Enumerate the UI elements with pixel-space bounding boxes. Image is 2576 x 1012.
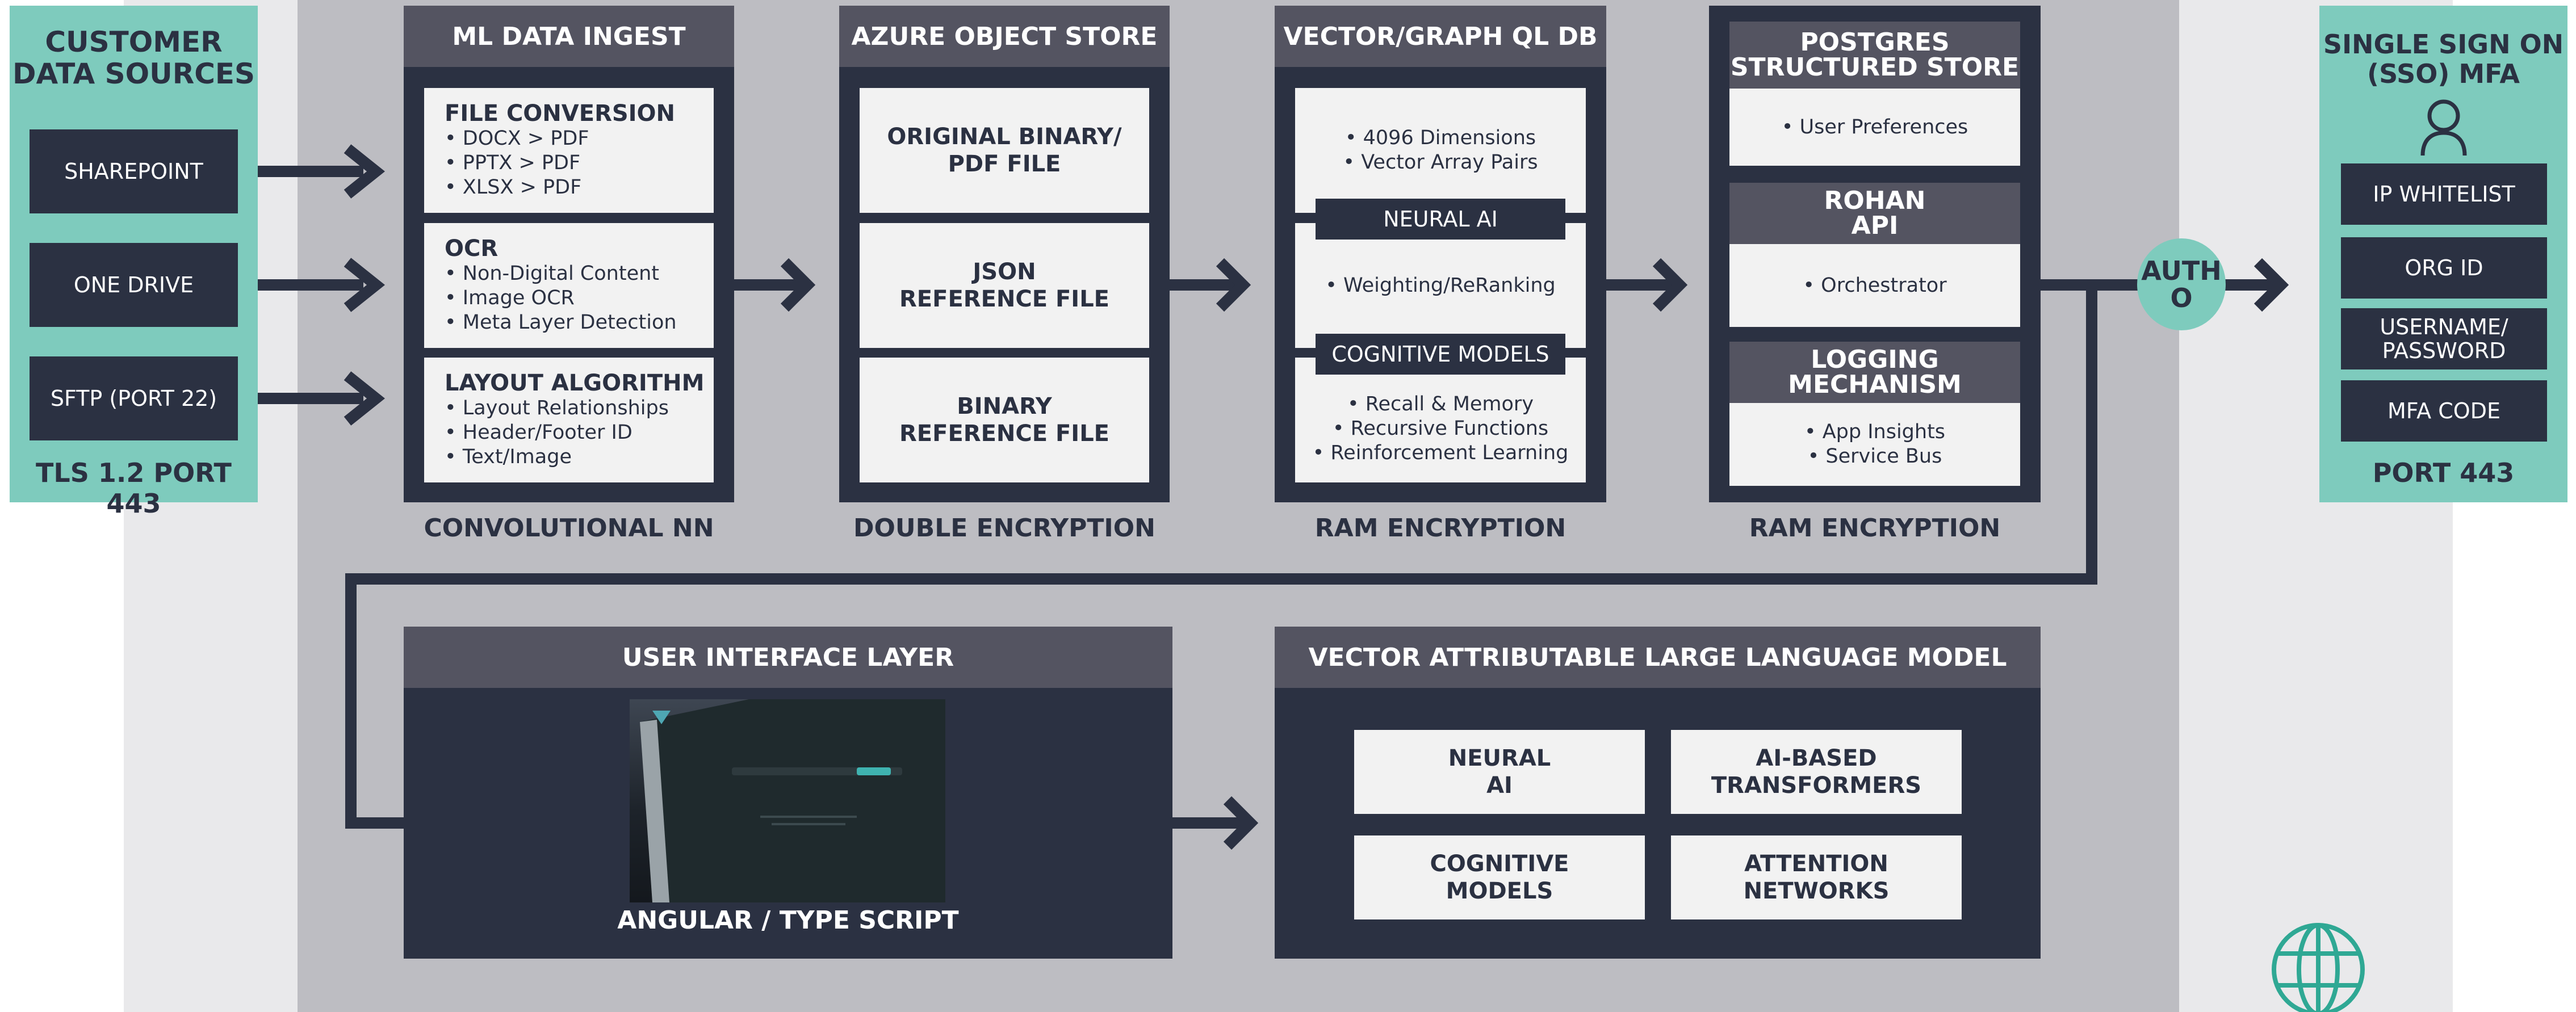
arrowhead-auth-sso (2254, 258, 2289, 312)
file-conversion-bullet: XLSX > PDF (462, 176, 582, 199)
vector-ram-encryption-label: RAM ENCRYPTION (1314, 514, 1566, 543)
arrowhead-sftp (344, 371, 386, 426)
llm-card-attention-networks: ATTENTION NETWORKS (1671, 835, 1962, 919)
sso-mfa-code[interactable]: MFA CODE (2341, 380, 2547, 442)
vector-bottom-bullet: Reinforcement Learning (1330, 441, 1569, 464)
postgres-bullet: User Preferences (1799, 115, 1968, 138)
auth-node[interactable]: AUTH O (2137, 238, 2226, 330)
arrowhead-vector-postgres (1652, 258, 1688, 312)
orchestrator-bullet: Orchestrator (1821, 274, 1947, 297)
cognitive-models-label-overlay: COGNITIVE MODELS (1316, 334, 1565, 375)
ingest-card-layout-algorithm: LAYOUT ALGORITHM • Layout Relationships … (424, 358, 714, 482)
postgres-column: POSTGRES STRUCTURED STORE • User Prefere… (1709, 6, 2041, 502)
llm-card-label: NEURAL AI (1448, 745, 1551, 799)
sso-username-password[interactable]: USERNAME/ PASSWORD (2341, 308, 2547, 369)
store-card-label: ORIGINAL BINARY/ PDF FILE (887, 124, 1122, 177)
rohan-api-header: ROHAN API (1729, 183, 2020, 244)
ingest-card-ocr: OCR • Non-Digital Content • Image OCR • … (424, 223, 714, 348)
postgres-card-preferences: • User Preferences (1729, 89, 2020, 166)
vector-card-mid: • Weighting/ReRanking (1295, 223, 1586, 348)
customer-data-sources-panel: CUSTOMER DATA SOURCES SHAREPOINT ONE DRI… (10, 6, 258, 519)
postgres-card-logging: • App Insights • Service Bus (1729, 403, 2020, 486)
ui-screenshot-image (630, 699, 945, 902)
azure-object-store-column: AZURE OBJECT STORE ORIGINAL BINARY/ PDF … (839, 6, 1170, 502)
azure-object-store-header: AZURE OBJECT STORE (839, 6, 1170, 67)
postgres-header: POSTGRES STRUCTURED STORE (1729, 22, 2020, 89)
vector-card-top: • 4096 Dimensions • Vector Array Pairs (1295, 88, 1586, 213)
user-icon (2418, 96, 2469, 158)
layout-algorithm-bullet: Layout Relationships (462, 397, 669, 419)
vector-top-bullet: 4096 Dimensions (1363, 127, 1536, 149)
double-encryption-label: DOUBLE ENCRYPTION (853, 514, 1155, 543)
arrowhead-ingest-store (780, 258, 816, 312)
sso-org-id[interactable]: ORG ID (2341, 237, 2547, 299)
layout-algorithm-bullet: Header/Footer ID (462, 421, 633, 444)
llm-card-transformers: AI-BASED TRANSFORMERS (1671, 730, 1962, 814)
logging-mechanism-header: LOGGING MECHANISM (1729, 342, 2020, 403)
sso-port-label: PORT 443 (2372, 457, 2515, 488)
ingest-card-file-conversion: FILE CONVERSION • DOCX > PDF • PPTX > PD… (424, 88, 714, 213)
source-onedrive[interactable]: ONE DRIVE (30, 243, 238, 327)
ocr-bullet: Non-Digital Content (462, 262, 660, 285)
arrowhead-store-vector (1216, 258, 1251, 312)
postgres-ram-encryption-label: RAM ENCRYPTION (1749, 514, 2001, 543)
llm-card-label: COGNITIVE MODELS (1430, 851, 1569, 904)
layout-algorithm-bullet: Text/Image (462, 446, 572, 468)
llm-panel-header: VECTOR ATTRIBUTABLE LARGE LANGUAGE MODEL (1275, 627, 2041, 688)
source-sftp[interactable]: SFTP (PORT 22) (30, 356, 238, 440)
vector-top-bullet: Vector Array Pairs (1361, 151, 1538, 174)
loop-line-to-ui (345, 285, 2097, 829)
postgres-card-orchestrator: • Orchestrator (1729, 244, 2020, 327)
vector-graph-db-header: VECTOR/GRAPH QL DB (1275, 6, 1606, 67)
ocr-bullet: Meta Layer Detection (462, 311, 677, 334)
customer-data-sources-title: CUSTOMER DATA SOURCES (12, 26, 255, 90)
vector-bottom-bullet: Recall & Memory (1365, 392, 1534, 415)
convolutional-nn-label: CONVOLUTIONAL NN (424, 514, 714, 543)
tls-port-label: TLS 1.2 PORT 443 (36, 457, 232, 519)
llm-card-label: ATTENTION NETWORKS (1743, 851, 1890, 904)
file-conversion-title: FILE CONVERSION (445, 100, 676, 127)
angular-typescript-label: ANGULAR / TYPE SCRIPT (617, 906, 959, 935)
store-card-label: JSON REFERENCE FILE (899, 259, 1109, 312)
sso-ip-whitelist[interactable]: IP WHITELIST (2341, 163, 2547, 225)
user-interface-layer: USER INTERFACE LAYER ANGULAR / TYPE SCRI… (404, 627, 1172, 959)
file-conversion-bullet: DOCX > PDF (462, 127, 589, 150)
vector-bottom-bullet: Recursive Functions (1350, 417, 1549, 440)
arrowhead-sharepoint (344, 144, 386, 199)
logging-bullet: App Insights (1822, 421, 1946, 443)
store-card-label: BINARY REFERENCE FILE (899, 393, 1109, 447)
llm-panel: VECTOR ATTRIBUTABLE LARGE LANGUAGE MODEL… (1275, 627, 2041, 959)
ml-data-ingest-column: ML DATA INGEST FILE CONVERSION • DOCX > … (404, 6, 734, 502)
file-conversion-bullet: PPTX > PDF (462, 152, 581, 174)
auth-label: AUTH O (2141, 255, 2222, 313)
ml-data-ingest-header: ML DATA INGEST (404, 6, 734, 67)
llm-card-neural-ai: NEURAL AI (1354, 730, 1645, 814)
sso-mfa-panel: SINGLE SIGN ON (SSO) MFA IP WHITELIST OR… (2319, 6, 2567, 502)
llm-card-cognitive-models: COGNITIVE MODELS (1354, 835, 1645, 919)
vector-mid-bullet: Weighting/ReRanking (1343, 274, 1556, 297)
vector-graph-db-column: VECTOR/GRAPH QL DB • 4096 Dimensions • V… (1275, 6, 1606, 502)
store-card-json-reference: JSON REFERENCE FILE (860, 223, 1149, 348)
sso-mfa-title: SINGLE SIGN ON (SSO) MFA (2323, 29, 2564, 89)
arrowhead-ui-llm (1223, 796, 1259, 850)
arrowhead-onedrive (344, 258, 386, 312)
store-card-original-binary: ORIGINAL BINARY/ PDF FILE (860, 88, 1149, 213)
source-sharepoint[interactable]: SHAREPOINT (30, 129, 238, 213)
ocr-title: OCR (445, 236, 499, 262)
layout-algorithm-title: LAYOUT ALGORITHM (445, 370, 705, 396)
logging-bullet: Service Bus (1825, 445, 1942, 468)
neural-ai-label-overlay: NEURAL AI (1316, 199, 1565, 240)
ocr-bullet: Image OCR (462, 287, 575, 309)
user-interface-layer-header: USER INTERFACE LAYER (404, 627, 1172, 688)
store-card-binary-reference: BINARY REFERENCE FILE (860, 358, 1149, 482)
vector-card-bottom: • Recall & Memory • Recursive Functions … (1295, 358, 1586, 482)
llm-card-label: AI-BASED TRANSFORMERS (1711, 745, 1922, 799)
globe-icon (2270, 918, 2366, 1012)
